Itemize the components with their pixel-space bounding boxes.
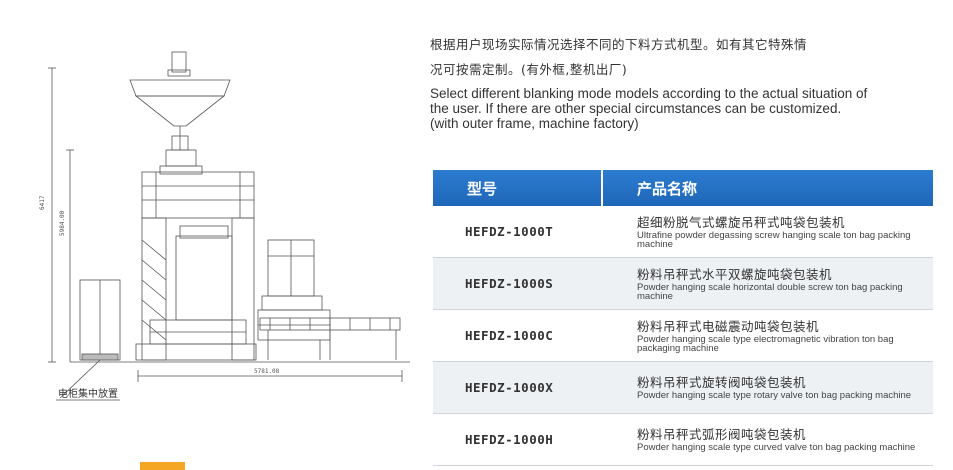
row-name: 超细粉脱气式螺旋吊秤式吨袋包装机 Ultrafine powder degass… (603, 206, 933, 257)
row-model: HEFDZ-1000T (465, 224, 554, 239)
header-model: 型号 (433, 170, 603, 206)
row-name: 粉料吊秤式旋转阀吨袋包装机 Powder hanging scale type … (603, 362, 933, 413)
table-row: HEFDZ-1000C 粉料吊秤式电磁震动吨袋包装机 Powder hangin… (433, 310, 933, 362)
row-name-en: Powder hanging scale type electromagneti… (637, 333, 894, 354)
row-name-cn: 粉料吊秤式电磁震动吨袋包装机 (637, 318, 820, 334)
intro-english: Select different blanking mode models ac… (430, 86, 868, 131)
row-name: 粉料吊秤式弧形阀吨袋包装机 Powder hanging scale type … (603, 414, 933, 465)
row-model: HEFDZ-1000H (465, 432, 554, 447)
row-name: 粉料吊秤式水平双螺旋吨袋包装机 Powder hanging scale hor… (603, 258, 933, 309)
row-name-en: Powder hanging scale horizontal double s… (637, 281, 903, 302)
dimension-width: 5781.08 (254, 368, 280, 375)
dimension-body-height: 5984.00 (59, 210, 66, 236)
table-row: HEFDZ-1000S 粉料吊秤式水平双螺旋吨袋包装机 Powder hangi… (433, 258, 933, 310)
row-name-cn: 粉料吊秤式弧形阀吨袋包装机 (637, 427, 807, 442)
row-model: HEFDZ-1000S (465, 276, 554, 291)
row-model: HEFDZ-1000X (465, 380, 554, 395)
row-name-en: Powder hanging scale type curved valve t… (637, 442, 916, 453)
row-model: HEFDZ-1000C (465, 328, 554, 343)
table-row: HEFDZ-1000T 超细粉脱气式螺旋吊秤式吨袋包装机 Ultrafine p… (433, 206, 933, 258)
row-name: 粉料吊秤式电磁震动吨袋包装机 Powder hanging scale type… (603, 310, 933, 361)
intro-cn-line2: 况可按需定制。(有外框,整机出厂) (430, 62, 628, 77)
table-row: HEFDZ-1000X 粉料吊秤式旋转阀吨袋包装机 Powder hanging… (433, 362, 933, 414)
intro-cn-line1: 根据用户现场实际情况选择不同的下料方式机型。如有其它特殊情 (430, 37, 808, 52)
header-product-name: 产品名称 (637, 179, 698, 198)
machine-drawing: 6417 5984.00 5781.08 电柜集中放置 (39, 51, 410, 401)
bottom-accent-bar (140, 462, 185, 470)
row-name-en: Powder hanging scale type rotary valve t… (637, 390, 912, 401)
row-name-en: Ultrafine powder degassing screw hanging… (637, 229, 911, 250)
row-name-cn: 超细粉脱气式螺旋吊秤式吨袋包装机 (637, 214, 846, 230)
cabinet-label: 电柜集中放置 (58, 387, 118, 400)
row-name-cn: 粉料吊秤式水平双螺旋吨袋包装机 (637, 266, 833, 282)
model-table: 型号 产品名称 HEFDZ-1000T 超细粉脱气式螺旋吊秤式吨袋包装机 Ult… (433, 170, 933, 466)
row-name-cn: 粉料吊秤式旋转阀吨袋包装机 (637, 375, 807, 390)
table-header: 型号 产品名称 (433, 170, 933, 206)
intro-chinese: 根据用户现场实际情况选择不同的下料方式机型。如有其它特殊情 况可按需定制。(有外… (430, 32, 900, 82)
dimension-total-height: 6417 (39, 195, 46, 210)
table-row: HEFDZ-1000H 粉料吊秤式弧形阀吨袋包装机 Powder hanging… (433, 414, 933, 466)
